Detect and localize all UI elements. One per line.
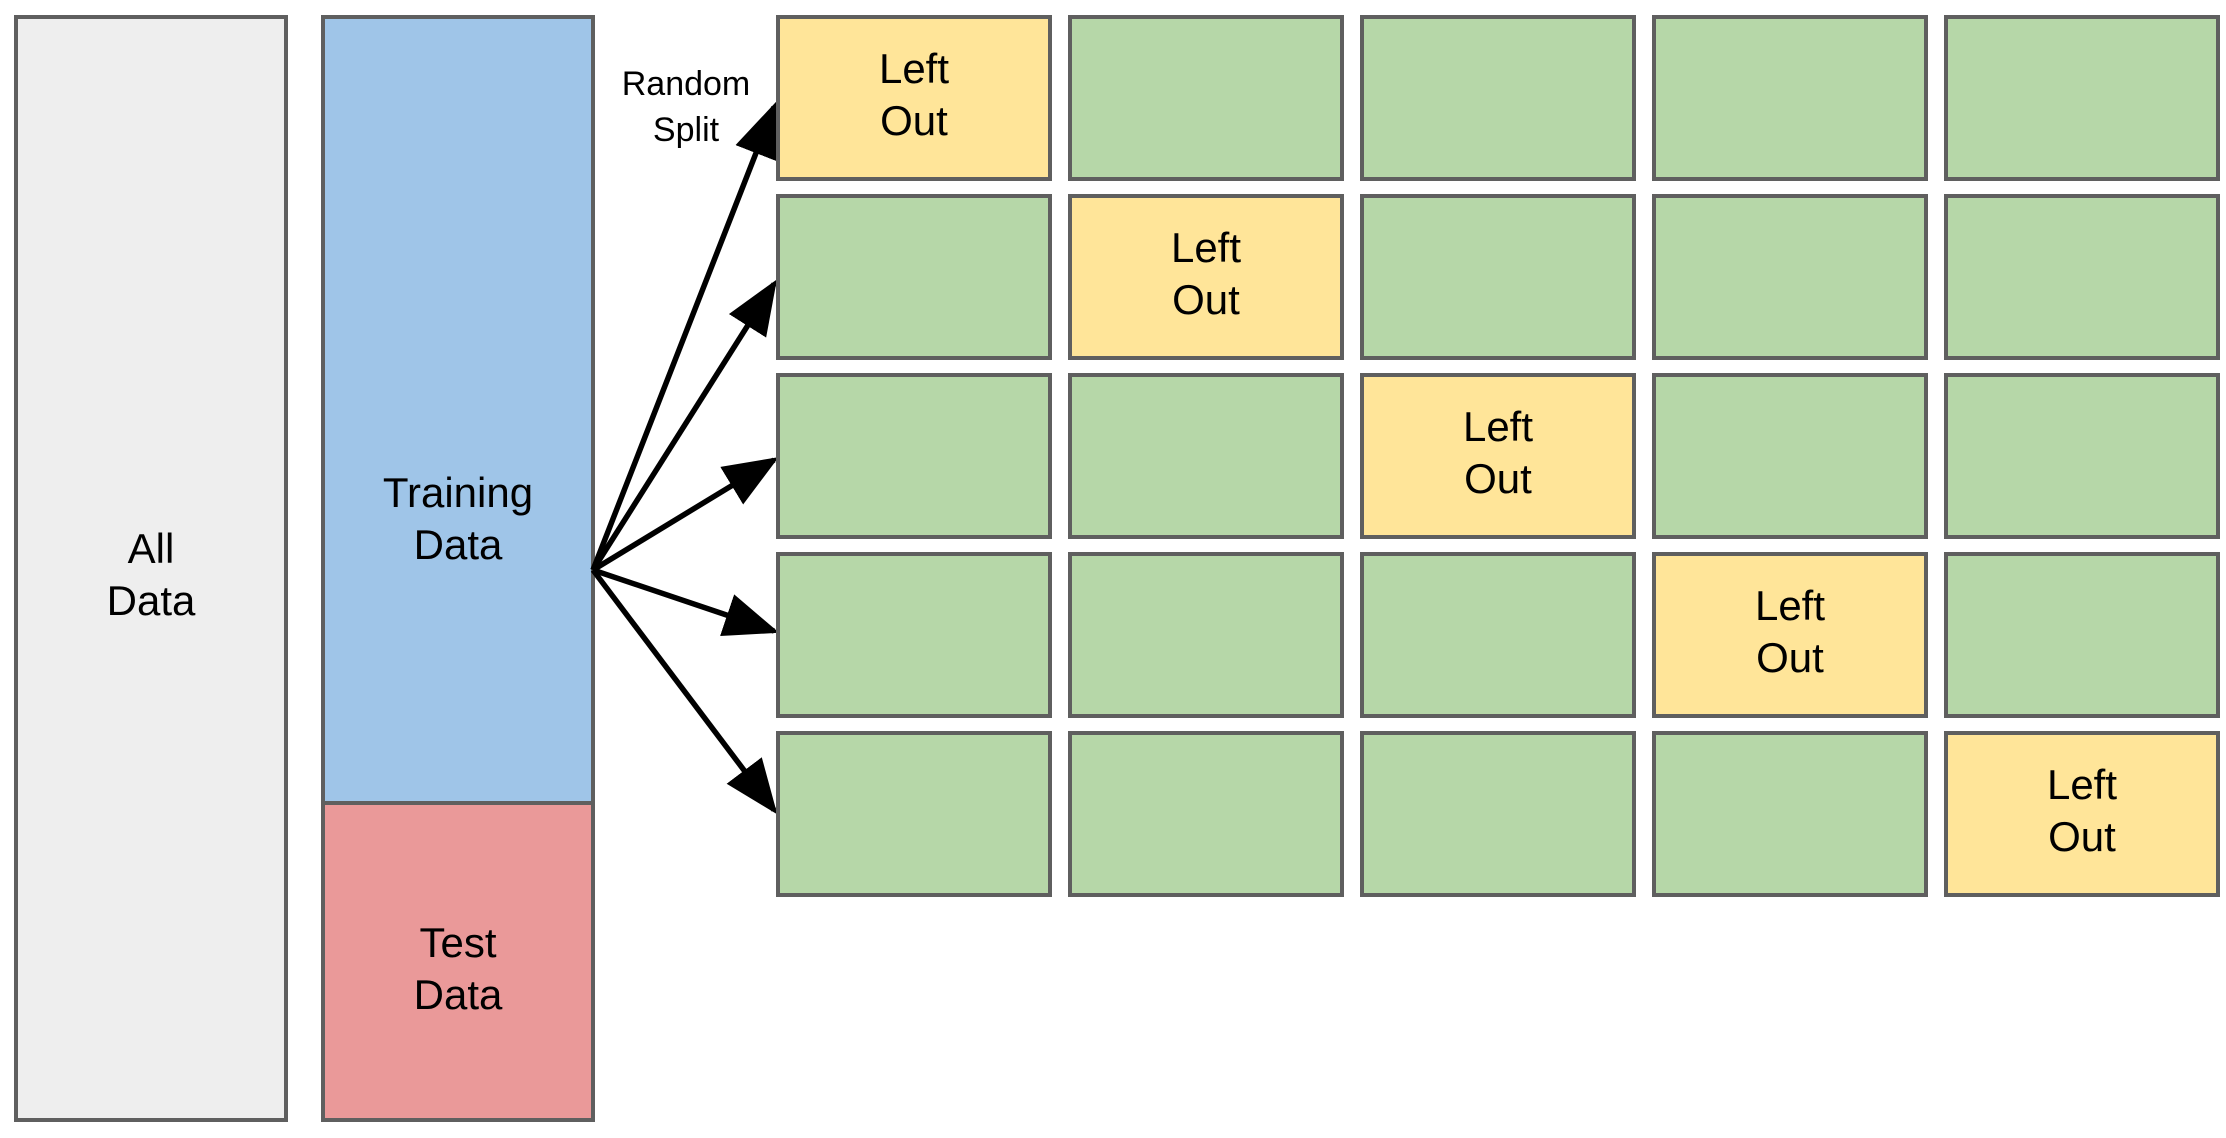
training-data-rect [321,15,595,805]
training-data-label-line2: Data [414,521,503,568]
left-out-fold-cell [776,15,1052,181]
training-fold-cell [776,731,1052,897]
training-fold-cell [1944,373,2220,539]
split-arrow-fold-4 [592,567,780,637]
left-out-label-line2: Out [1464,455,1532,502]
training-fold-cell [1944,15,2220,181]
left-out-label-line2: Out [2048,813,2116,860]
test-data-label-line1: Test [419,919,496,966]
left-out-label-line2: Out [1172,276,1240,323]
left-out-label-line1: Left [1755,582,1825,629]
test-data-rect [321,801,595,1122]
training-fold-cell [1068,373,1344,539]
training-fold-cell [1360,731,1636,897]
all-data-label-line2: Data [107,577,196,624]
training-fold-cell [1652,15,1928,181]
random-split-label: Random Split [622,65,751,149]
training-fold-cell [1944,194,2220,360]
training-fold-cell [1068,552,1344,718]
left-out-label-line1: Left [1171,224,1241,271]
all-data-label-line1: All [128,525,175,572]
training-data-block: Training Data [321,15,595,805]
left-out-label-line2: Out [880,97,948,144]
training-fold-cell [1652,373,1928,539]
left-out-fold-cell [1944,731,2220,897]
split-arrow-fold-1 [590,101,777,572]
all-data-rect [14,15,288,1122]
left-out-fold-cell [1360,373,1636,539]
training-fold-cell [1068,731,1344,897]
training-fold-cell [776,373,1052,539]
training-fold-cell [1652,194,1928,360]
training-fold-cell [1068,15,1344,181]
random-split-label-line1: Random [622,65,751,103]
left-out-label-line1: Left [2047,761,2117,808]
split-arrow-fold-5 [590,568,778,815]
left-out-label-line2: Out [1756,634,1824,681]
left-out-fold-cell [1068,194,1344,360]
training-fold-cell [1944,552,2220,718]
training-fold-cell [1360,194,1636,360]
all-data-block: All Data [14,15,288,1122]
training-data-label-line1: Training [383,469,533,516]
training-fold-cell [1652,731,1928,897]
test-data-label-line2: Data [414,971,503,1018]
left-out-fold-cell [1652,552,1928,718]
training-fold-cell [776,552,1052,718]
split-arrow-fold-2 [590,279,777,572]
training-fold-cell [1360,552,1636,718]
left-out-label-line1: Left [879,45,949,92]
test-data-block: Test Data [321,801,595,1122]
left-out-label-line1: Left [1463,403,1533,450]
training-fold-cell [776,194,1052,360]
random-split-label-line2: Split [653,111,720,149]
split-arrow-fold-3 [591,457,779,573]
split-arrows [590,101,780,815]
training-fold-cell [1360,15,1636,181]
